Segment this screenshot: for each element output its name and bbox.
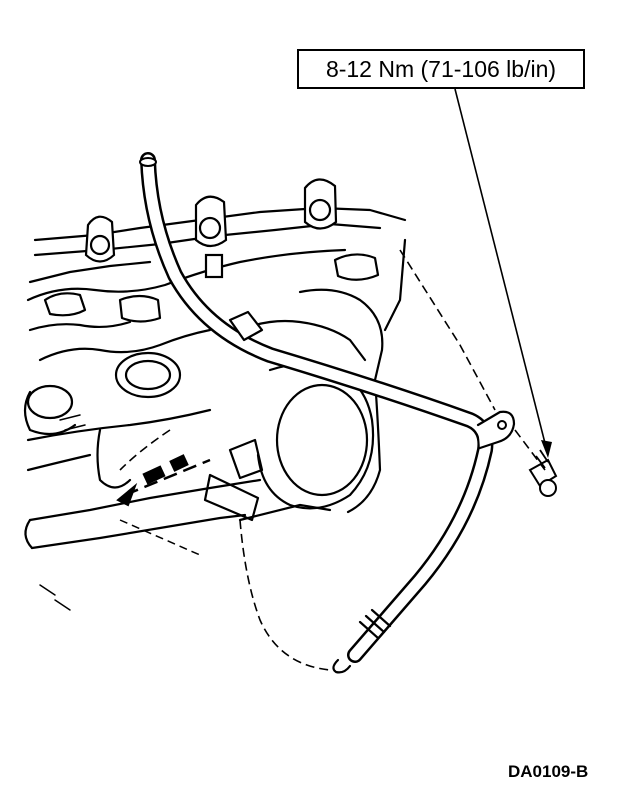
head-studs xyxy=(84,178,338,279)
alignment-lines xyxy=(119,249,546,671)
torque-spec-label: 8-12 Nm (71-106 lb/in) xyxy=(325,55,557,82)
torque-leader xyxy=(454,88,552,458)
figure-id: DA0109-B xyxy=(508,762,589,781)
direction-arrow xyxy=(116,454,211,556)
mounting-bolt xyxy=(528,449,558,497)
dipstick-tube xyxy=(139,152,516,674)
torque-spec-callout: 8-12 Nm (71-106 lb/in) xyxy=(297,49,585,89)
